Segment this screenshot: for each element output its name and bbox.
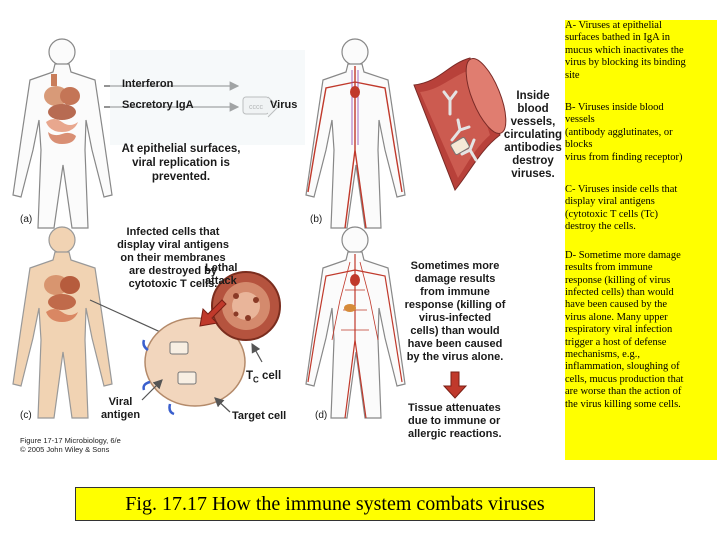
tc-subscript: C: [253, 375, 259, 385]
side-notes-panel: A- Viruses at epithelial surfaces bathed…: [565, 20, 717, 460]
figure-caption: Fig. 17.17 How the immune system combats…: [75, 487, 595, 521]
lethal-attack-arrow: [199, 299, 227, 327]
infected-cells-label: Infected cells that display viral antige…: [117, 226, 229, 290]
secretory-iga-label: Secretory IgA: [122, 99, 194, 111]
body-figure-c: [12, 226, 113, 419]
side-note-a: A- Viruses at epithelial surfaces bathed…: [565, 20, 686, 81]
lethal-attack-label: Lethal attack: [205, 262, 238, 287]
organs-a: [44, 74, 80, 144]
tc-letter: T: [246, 370, 254, 382]
target-cell: [142, 316, 246, 416]
tc-cell: [211, 271, 281, 341]
panel-label-b: (b): [310, 214, 323, 225]
side-note-c: C- Viruses inside cells that display vir…: [565, 184, 678, 233]
side-note-b: B- Viruses inside blood vessels (antibod…: [565, 102, 683, 163]
body-figure-a: [12, 38, 113, 229]
virus-label: Virus: [270, 99, 298, 111]
immune-damage-label: Sometimes more damage results from immun…: [404, 260, 506, 363]
organs-c: [44, 275, 80, 322]
blood-vessel-label: Inside blood vessels, circulating antibo…: [503, 90, 563, 180]
panel-label-d: (d): [315, 410, 328, 421]
panel-label-c: (c): [20, 410, 32, 421]
viral-antigen-label: Viral antigen: [100, 396, 141, 421]
tc-suffix: cell: [258, 370, 282, 382]
epithelial-label: At epithelial surfaces, viral replicatio…: [121, 143, 241, 183]
interferon-label: Interferon: [122, 78, 174, 90]
vessels-d: [307, 254, 403, 419]
target-cell-label: Target cell: [232, 410, 287, 422]
down-arrow: [442, 371, 468, 399]
figure-credit: Figure 17-17 Microbiology, 6/e © 2005 Jo…: [20, 436, 121, 454]
antibody-cluster: [442, 90, 478, 162]
side-note-d: D- Sometime more damage results from imm…: [565, 249, 684, 410]
panel-label-a: (a): [20, 214, 33, 225]
vessels-b: [307, 66, 403, 229]
blood-vessel: [413, 57, 507, 191]
tissue-label: Tissue attenuates due to immune or aller…: [408, 402, 502, 440]
tc-cell-label: TC cell: [246, 358, 281, 384]
